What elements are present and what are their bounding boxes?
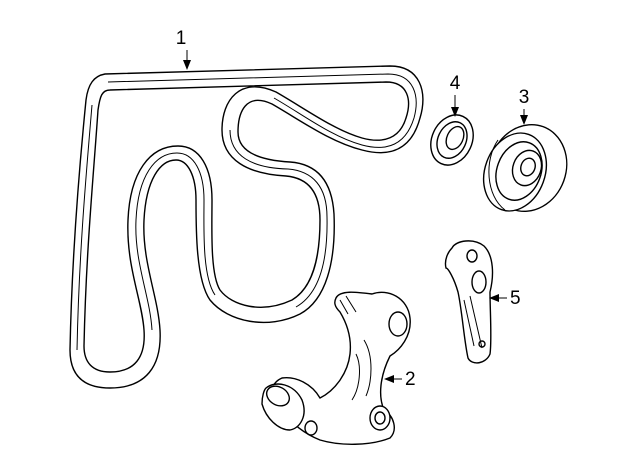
serpentine-belt[interactable] bbox=[69, 65, 424, 389]
callout-5-label: 5 bbox=[510, 288, 521, 309]
callout-3-label: 3 bbox=[519, 87, 530, 108]
idler-pulley[interactable] bbox=[473, 114, 579, 223]
dust-shield[interactable] bbox=[423, 108, 481, 172]
callout-1-label: 1 bbox=[176, 28, 187, 49]
callout-3-leader bbox=[520, 109, 528, 125]
callout-1-leader bbox=[183, 50, 191, 70]
callout-2-leader bbox=[384, 375, 402, 383]
tensioner-arm[interactable] bbox=[444, 240, 494, 364]
callout-4-leader bbox=[451, 95, 459, 117]
callout-4-label: 4 bbox=[450, 73, 461, 94]
mounting-bracket[interactable] bbox=[261, 291, 411, 445]
callout-5-leader bbox=[489, 294, 507, 302]
callout-2-label: 2 bbox=[405, 369, 416, 390]
